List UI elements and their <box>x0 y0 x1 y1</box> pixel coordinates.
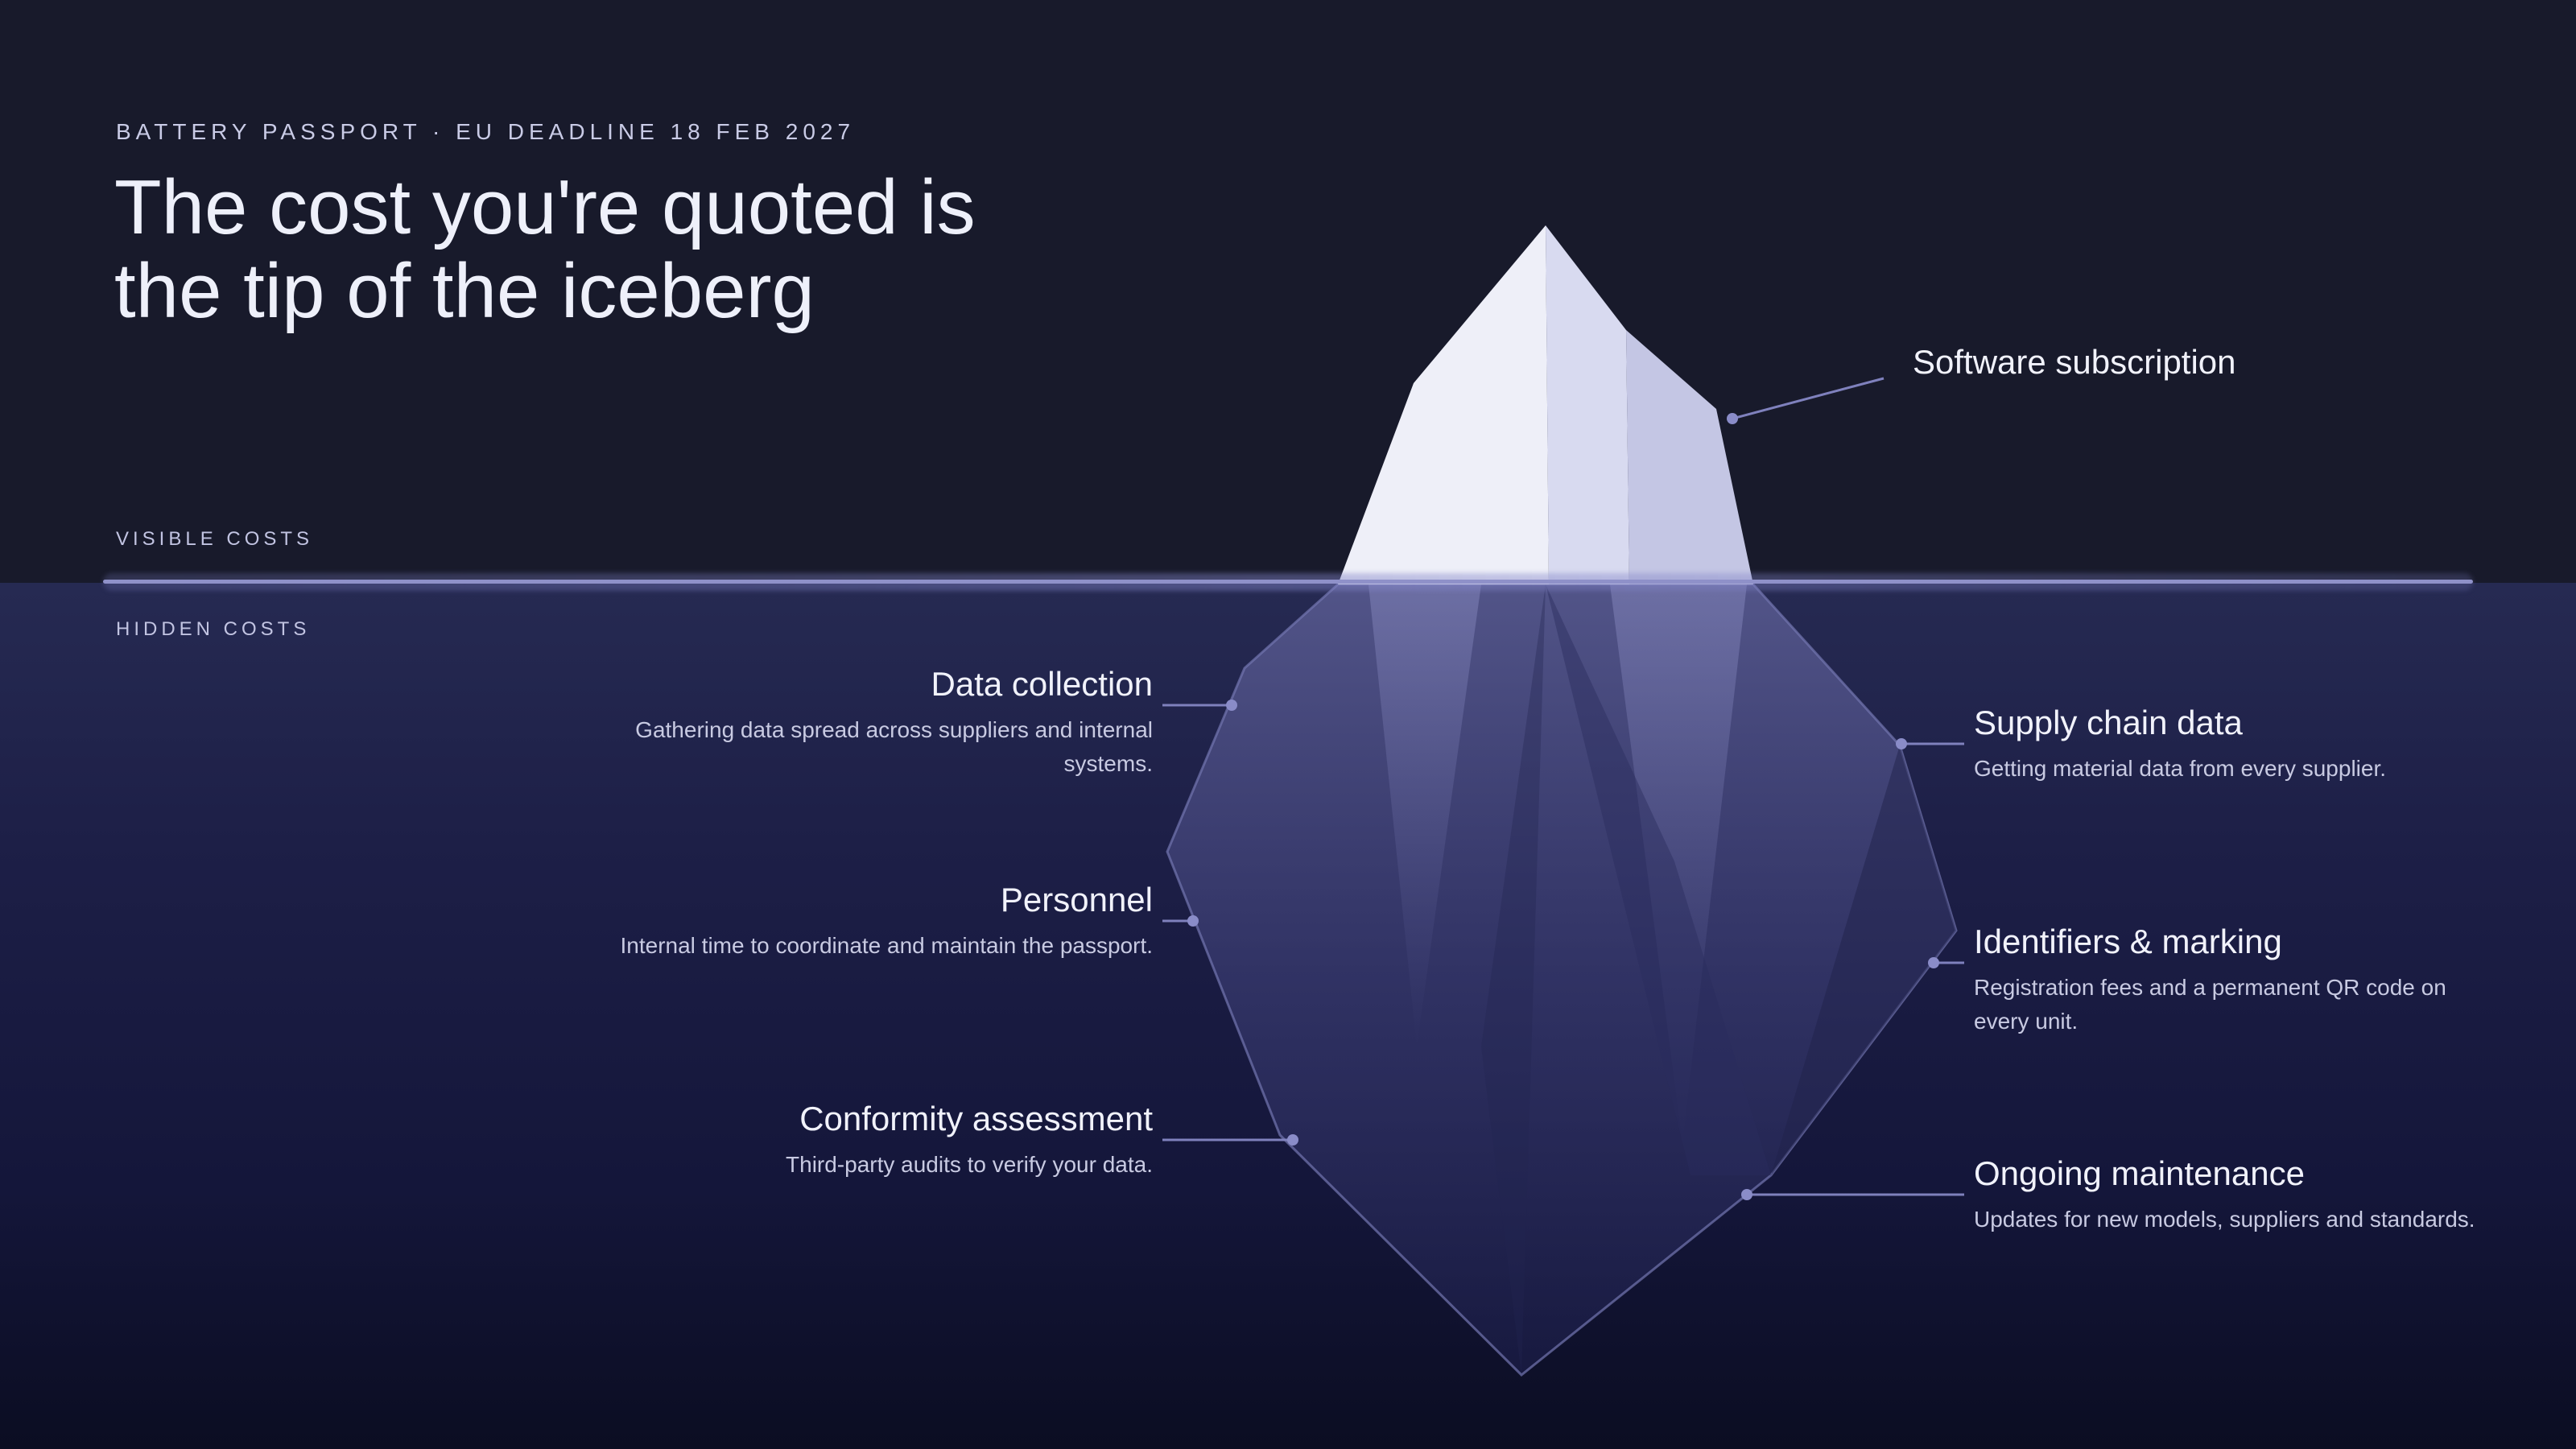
callout-description: Third-party audits to verify your data. <box>786 1152 1153 1177</box>
callout-title: Software subscription <box>1913 343 2236 381</box>
page-title: The cost you're quoted is the tip of the… <box>114 166 1161 333</box>
callout-personnel: Personnel Internal time to coordinate an… <box>541 879 1154 963</box>
callout-conformity-assessment: Conformity assessment Third-party audits… <box>541 1098 1153 1182</box>
iceberg-facet <box>1481 584 1546 1375</box>
iceberg-facet <box>1771 745 1956 1175</box>
waterline <box>103 580 2473 584</box>
callout-title: Conformity assessment <box>799 1100 1153 1137</box>
callout-description: Internal time to coordinate and maintain… <box>620 933 1154 958</box>
callout-description: Getting material data from every supplie… <box>1974 756 2387 781</box>
page-title-line-2: the tip of the iceberg <box>114 248 815 334</box>
iceberg-tip-right-face <box>1626 330 1753 584</box>
eyebrow-label: BATTERY PASSPORT · EU DEADLINE 18 FEB 20… <box>116 119 856 144</box>
hidden-costs-label: HIDDEN COSTS <box>116 618 311 640</box>
page-title-line-1: The cost you're quoted is <box>114 164 976 250</box>
callout-identifiers-marking: Identifiers & marking Registration fees … <box>1974 921 2489 1038</box>
iceberg-tip-center-face <box>1546 225 1629 584</box>
callout-description: Gathering data spread across suppliers a… <box>635 717 1153 776</box>
callout-title: Identifiers & marking <box>1974 923 2282 960</box>
callout-data-collection: Data collection Gathering data spread ac… <box>541 663 1153 781</box>
callout-supply-chain-data: Supply chain data Getting material data … <box>1974 702 2489 786</box>
callout-title: Ongoing maintenance <box>1974 1154 2305 1192</box>
callout-description: Registration fees and a permanent QR cod… <box>1974 975 2446 1034</box>
iceberg-underwater-body <box>1166 583 1958 1377</box>
callout-software-subscription: Software subscription <box>1913 341 2476 383</box>
callout-ongoing-maintenance: Ongoing maintenance Updates for new mode… <box>1974 1153 2489 1236</box>
iceberg-facet <box>1546 584 1771 1175</box>
iceberg-tip-left-face <box>1338 225 1549 584</box>
callout-title: Supply chain data <box>1974 704 2243 741</box>
iceberg-facet <box>1368 584 1481 1046</box>
callout-title: Personnel <box>1000 881 1153 919</box>
callout-title: Data collection <box>931 665 1153 703</box>
visible-costs-label: VISIBLE COSTS <box>116 528 314 550</box>
iceberg-facet <box>1610 584 1747 1143</box>
callout-description: Updates for new models, suppliers and st… <box>1974 1207 2475 1232</box>
